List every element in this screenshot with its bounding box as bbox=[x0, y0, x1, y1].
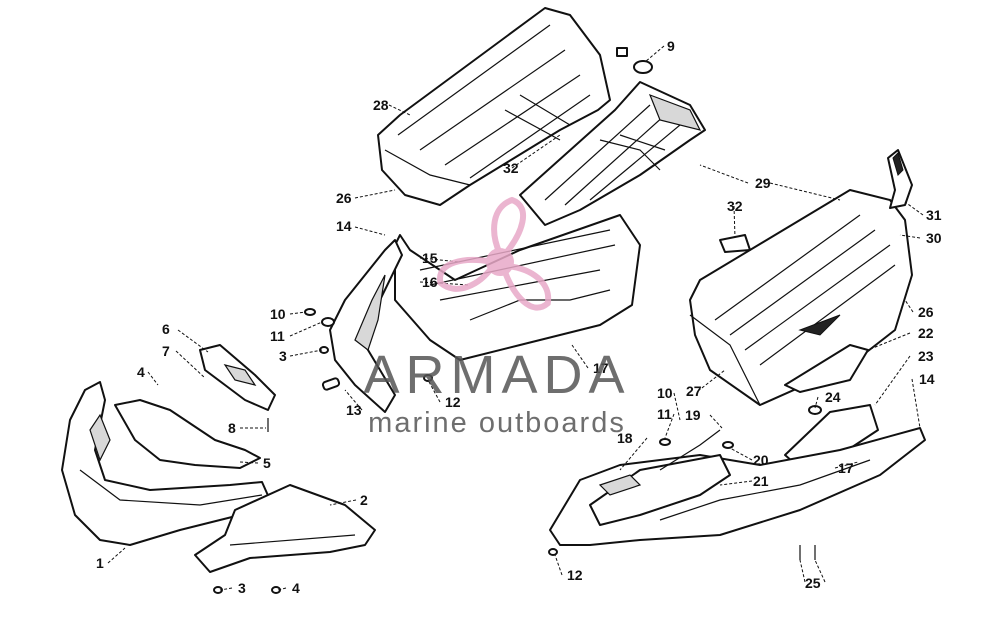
callout-10: 10 bbox=[270, 306, 286, 322]
callout-21: 21 bbox=[753, 473, 769, 489]
upper-grille bbox=[519, 81, 706, 226]
callout-6: 6 bbox=[162, 321, 170, 337]
right-hardware bbox=[548, 429, 816, 560]
middle-hardware bbox=[304, 308, 433, 391]
callout-11: 11 bbox=[657, 406, 672, 422]
callout-4: 4 bbox=[292, 580, 300, 596]
bracket-6-7 bbox=[199, 344, 276, 432]
bracket-32 bbox=[719, 234, 751, 253]
callout-16: 16 bbox=[422, 274, 438, 290]
watermark-tagline: marine outboards bbox=[368, 407, 626, 439]
callout-7: 7 bbox=[162, 343, 170, 359]
screw-9 bbox=[616, 47, 653, 74]
callout-2: 2 bbox=[360, 492, 368, 508]
bottom-plate-2 bbox=[194, 484, 376, 594]
callout-17: 17 bbox=[593, 360, 609, 376]
callout-29: 29 bbox=[755, 175, 771, 191]
callout-8: 8 bbox=[228, 420, 236, 436]
callout-11: 11 bbox=[270, 328, 285, 344]
callout-30: 30 bbox=[926, 230, 942, 246]
right-lower-plates bbox=[784, 344, 879, 469]
callout-12: 12 bbox=[567, 567, 583, 583]
callout-22: 22 bbox=[918, 325, 934, 341]
callout-32: 32 bbox=[503, 160, 519, 176]
front-trim-5 bbox=[114, 399, 261, 469]
callout-32: 32 bbox=[727, 198, 743, 214]
callout-19: 19 bbox=[685, 407, 701, 423]
callout-18: 18 bbox=[617, 430, 633, 446]
callout-20: 20 bbox=[753, 452, 769, 468]
callout-28: 28 bbox=[373, 97, 389, 113]
callout-1: 1 bbox=[96, 555, 104, 571]
front-nose-cone bbox=[61, 381, 271, 546]
callout-31: 31 bbox=[926, 207, 942, 223]
callout-10: 10 bbox=[657, 385, 673, 401]
callout-4: 4 bbox=[137, 364, 145, 380]
callout-26: 26 bbox=[918, 304, 934, 320]
middle-belly-pan bbox=[329, 214, 641, 413]
callout-12: 12 bbox=[445, 394, 461, 410]
callout-9: 9 bbox=[667, 38, 675, 54]
callout-3: 3 bbox=[238, 580, 246, 596]
callout-14: 14 bbox=[919, 371, 935, 387]
callout-24: 24 bbox=[825, 389, 841, 405]
callout-23: 23 bbox=[918, 348, 934, 364]
right-bottom-pan bbox=[549, 427, 926, 546]
callout-3: 3 bbox=[279, 348, 287, 364]
callouts: 1 2 3 3 4 4 5 6 7 8 9 10 10 11 11 12 12 … bbox=[96, 38, 942, 596]
upper-left-cover bbox=[377, 7, 611, 206]
callout-17: 17 bbox=[838, 460, 854, 476]
callout-14: 14 bbox=[336, 218, 352, 234]
callout-26: 26 bbox=[336, 190, 352, 206]
watermark-brand: ARMADA bbox=[363, 345, 630, 405]
callout-5: 5 bbox=[263, 455, 271, 471]
right-cover bbox=[689, 189, 913, 406]
callout-25: 25 bbox=[805, 575, 821, 591]
propeller-icon bbox=[437, 196, 552, 311]
callout-13: 13 bbox=[346, 402, 362, 418]
right-pad-31 bbox=[887, 149, 913, 209]
watermark: ARMADA marine outboards bbox=[363, 196, 630, 439]
callout-15: 15 bbox=[422, 250, 438, 266]
callout-27: 27 bbox=[686, 383, 702, 399]
